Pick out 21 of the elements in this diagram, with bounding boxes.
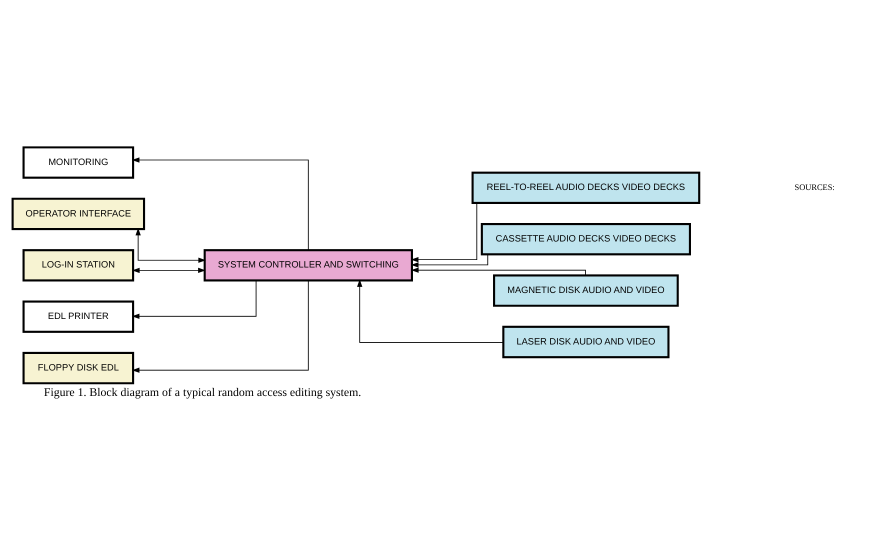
node-box: FLOPPY DISK EDL xyxy=(22,352,134,384)
arrow xyxy=(410,202,478,262)
node-box: EDL PRINTER xyxy=(22,300,134,333)
node-box: MAGNETIC DISK AUDIO AND VIDEO xyxy=(493,274,679,307)
node-box: REEL-TO-REEL AUDIO DECKS VIDEO DECKS xyxy=(472,172,700,204)
arrow xyxy=(411,268,586,276)
arrow xyxy=(410,254,488,268)
caption: Figure 1. Block diagram of a typical random access editing system. xyxy=(44,385,362,400)
arrow xyxy=(357,279,504,343)
node-box: CASSETTE AUDIO DECKS VIDEO DECKS xyxy=(480,222,691,256)
node-box: LASER DISK AUDIO AND VIDEO xyxy=(502,326,670,358)
arrow xyxy=(132,268,206,274)
arrow xyxy=(132,157,309,250)
node-box: SYSTEM CONTROLLER AND SWITCHING xyxy=(204,249,413,282)
arrow xyxy=(135,228,206,263)
node-box: MONITORING xyxy=(22,146,134,179)
label: SOURCES: xyxy=(794,182,835,192)
arrow xyxy=(132,280,256,319)
arrow xyxy=(132,280,309,373)
node-box: OPERATOR INTERFACE xyxy=(12,198,146,230)
node-box: LOG-IN STATION xyxy=(22,249,134,282)
